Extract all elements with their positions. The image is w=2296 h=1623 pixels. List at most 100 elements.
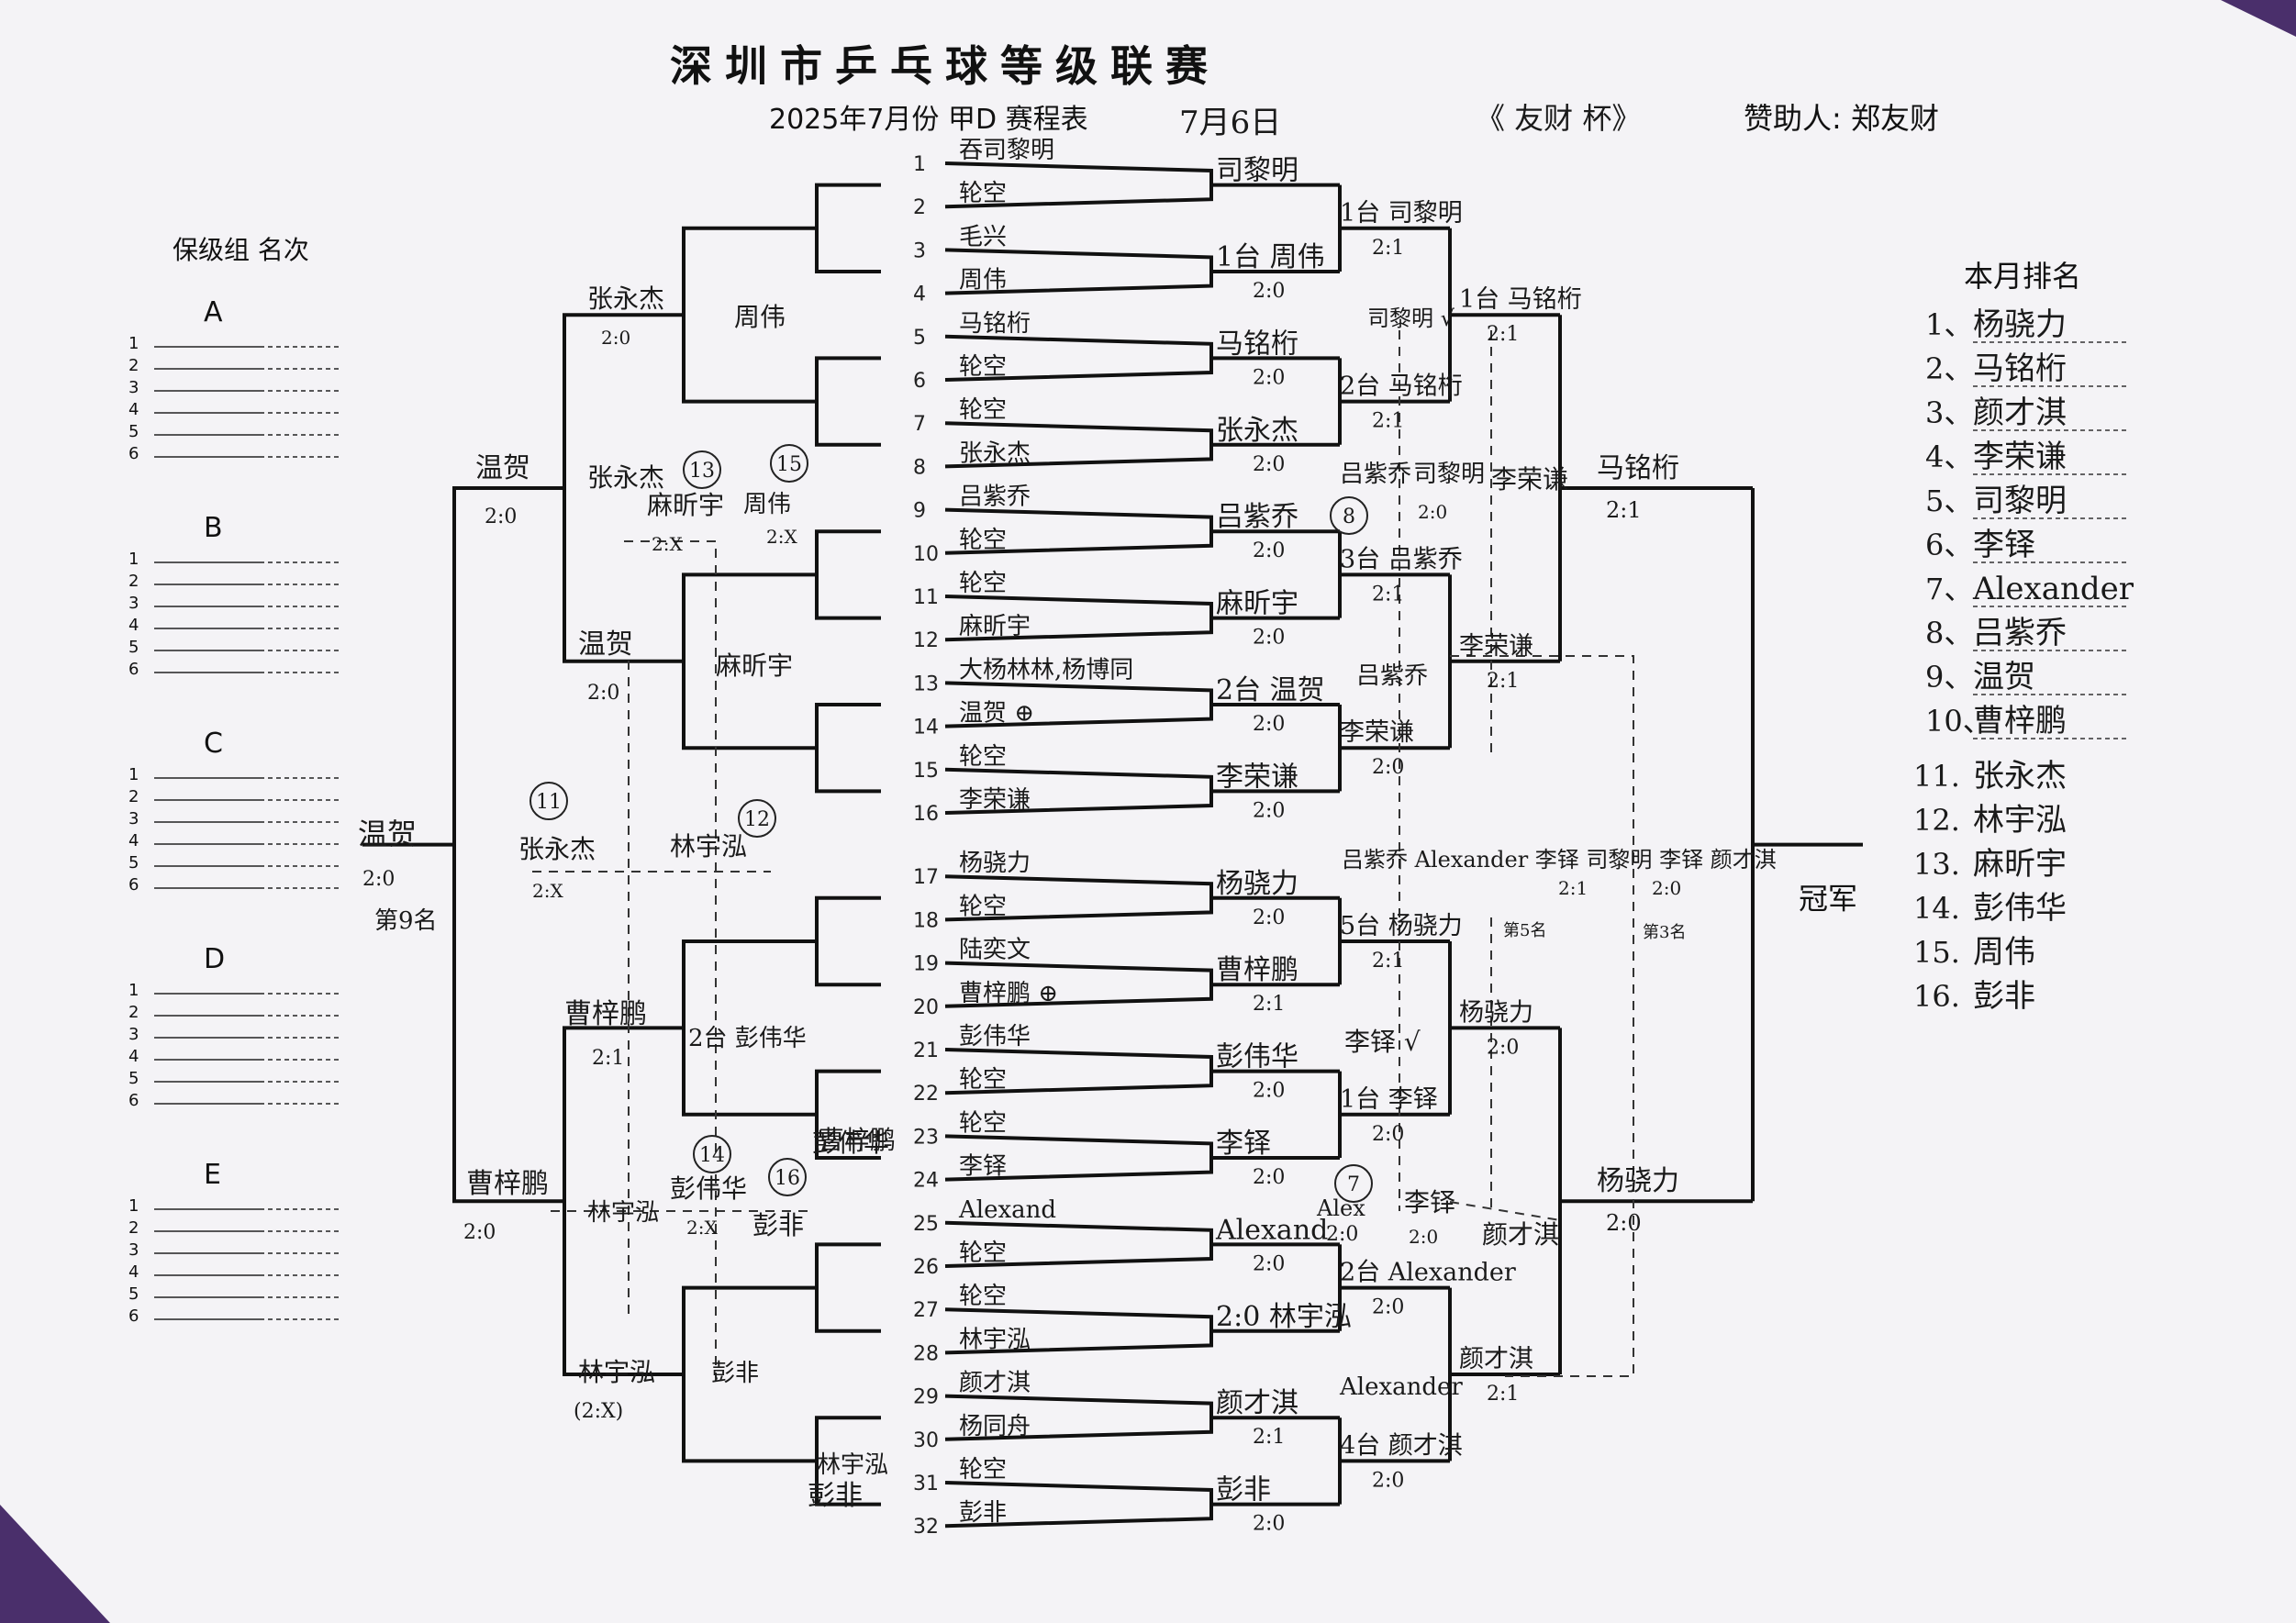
- relegation-row-number: 1: [128, 765, 139, 784]
- ranking-number: 12.: [1913, 803, 1960, 838]
- slot-number: 27: [913, 1299, 939, 1322]
- slot-number: 32: [913, 1516, 939, 1539]
- ranking-number: 1、: [1925, 307, 1973, 342]
- round2-score: 2:0: [1372, 1296, 1404, 1319]
- annotation-score: 2:0: [1326, 1223, 1358, 1246]
- relegation-row-number: 1: [128, 550, 139, 569]
- circled-number: 15: [776, 453, 802, 476]
- slot-player: 轮空: [959, 1109, 1007, 1137]
- annotation-name: 吕紫乔: [1356, 662, 1428, 690]
- slot-number: 17: [913, 866, 939, 889]
- round1-winner: 马铭桁: [1216, 328, 1298, 360]
- left-name: 张永杰: [587, 462, 664, 493]
- relegation-group-D: D: [204, 943, 225, 975]
- slot-player: 麻昕宇: [959, 613, 1031, 640]
- ranking-number: 16.: [1913, 979, 1960, 1014]
- round2-winner: 2台 Alexander: [1340, 1259, 1516, 1287]
- cup-name: 《 友财 杯》: [1476, 101, 1641, 136]
- round1-score: 2:0: [1253, 280, 1285, 303]
- slot-player: 马铭桁: [959, 310, 1031, 338]
- round3-score: 2:1: [1487, 323, 1519, 346]
- relegation-group-E: E: [204, 1159, 221, 1191]
- round1-winner: 曹梓鹏: [1216, 954, 1298, 986]
- left-name: 林宇泓: [578, 1357, 655, 1387]
- circled-number: 13: [689, 460, 715, 483]
- circled-number: 8: [1343, 506, 1355, 528]
- round1-score: 2:0: [1253, 1166, 1285, 1189]
- ranking-name: 林宇泓: [1973, 802, 2067, 839]
- left-name: 曹梓鹏: [819, 1125, 896, 1155]
- left-name: 林宇泓: [587, 1199, 659, 1227]
- ranking-number: 14.: [1913, 891, 1960, 926]
- round2-winner: 1台 司黎明: [1340, 199, 1463, 228]
- ranking-name: 彭非: [1973, 978, 2035, 1015]
- left-score: (2:X): [574, 1400, 623, 1423]
- left-score: 2:0: [601, 327, 630, 349]
- dashed-line: [1449, 1201, 1561, 1221]
- ranking-number: 5、: [1925, 484, 1973, 518]
- circled-number-ring: [768, 1158, 807, 1196]
- slot-number: 25: [913, 1213, 939, 1236]
- slot-player: 轮空: [959, 1239, 1007, 1267]
- annotation-score: 2:1: [1558, 877, 1588, 899]
- slot-player: 李荣谦: [959, 786, 1031, 814]
- slot-number: 20: [913, 996, 939, 1019]
- ranking-name: 李荣谦: [1973, 439, 2067, 475]
- left-name: 麻昕宇: [647, 490, 724, 520]
- left-name: 张永杰: [518, 834, 596, 864]
- slot-number: 7: [913, 413, 926, 436]
- circled-number-ring: [770, 444, 808, 483]
- semifinal-winner: 杨骁力: [1597, 1165, 1679, 1197]
- circled-number: 16: [775, 1167, 800, 1190]
- slot-number: 13: [913, 673, 939, 695]
- slot-number: 23: [913, 1126, 939, 1149]
- round1-winner: 李铎: [1216, 1128, 1271, 1160]
- relegation-row-number: 5: [128, 1069, 139, 1088]
- round1-score: 2:0: [1253, 1080, 1285, 1103]
- left-score: 2:1: [592, 1047, 624, 1070]
- ranking-number: 8、: [1925, 616, 1973, 650]
- circled-number: 11: [536, 791, 562, 814]
- ninth-place-label: 第9名: [374, 907, 438, 935]
- relegation-panel: 保级组 名次 A123456B123456C123456D123456E1234…: [128, 235, 340, 1326]
- round1-score: 2:0: [1253, 539, 1285, 562]
- relegation-row-number: 4: [128, 831, 139, 850]
- round1-score: 2:0: [1253, 453, 1285, 476]
- slot-number: 8: [913, 456, 926, 479]
- champion-label: 冠军: [1799, 882, 1857, 917]
- annotation-name: 李铎 √: [1344, 1027, 1421, 1057]
- left-score: 2:X: [652, 533, 683, 555]
- circled-number: 12: [744, 808, 770, 831]
- slot-number: 14: [913, 717, 939, 739]
- slot-number: 22: [913, 1083, 939, 1106]
- annotation-name: 司黎明 √: [1367, 306, 1455, 331]
- relegation-row-number: 2: [128, 356, 139, 375]
- round1-score: 2:0: [1253, 713, 1285, 736]
- slot-player: 毛兴: [959, 223, 1007, 250]
- round2-score: 2:1: [1372, 583, 1404, 606]
- annotation-name: Alexander: [1339, 1373, 1463, 1401]
- slot-number: 24: [913, 1170, 939, 1193]
- relegation-group-B: B: [204, 512, 223, 544]
- slot-player: 杨同舟: [959, 1413, 1031, 1440]
- round2-winner: 李荣谦: [1340, 718, 1414, 747]
- relegation-row-number: 1: [128, 981, 139, 1000]
- round1-winner: 张永杰: [1216, 415, 1298, 447]
- relegation-row-number: 2: [128, 787, 139, 806]
- dashed-line: [624, 540, 717, 1156]
- left-name: 周伟: [743, 491, 791, 518]
- slot-player: 轮空: [959, 1283, 1007, 1310]
- round2-score: 2:1: [1372, 950, 1404, 973]
- circled-number-ring: [693, 1135, 731, 1173]
- slot-player: 周伟: [959, 267, 1007, 295]
- slot-number: 30: [913, 1429, 939, 1452]
- slot-player: 轮空: [959, 527, 1007, 554]
- ranking-number: 6、: [1925, 528, 1973, 562]
- slot-player: 吞司黎明: [959, 137, 1054, 164]
- left-name: 麻昕宇: [716, 650, 793, 681]
- ranking-name: 温贺: [1973, 659, 2035, 695]
- round2-winner: 3台 吕紫乔: [1340, 545, 1463, 573]
- slot-player: 曹梓鹏 ⊕: [959, 980, 1058, 1007]
- annotation-row: 吕紫乔 Alexander 李铎 司黎明 李铎 颜才淇: [1342, 847, 1777, 873]
